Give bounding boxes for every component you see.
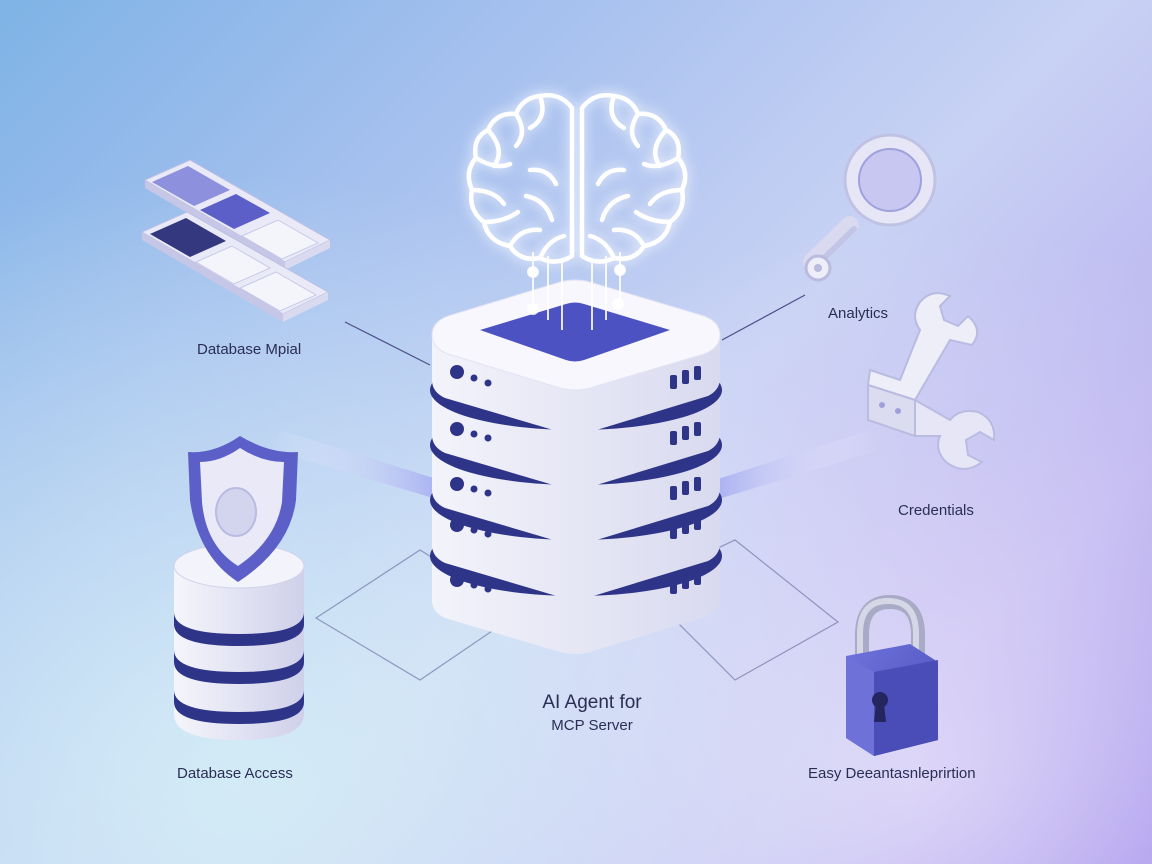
brain-icon <box>466 93 688 264</box>
server-stack-icon <box>430 279 722 654</box>
table-grid-icon <box>140 159 332 322</box>
center-title-line1: AI Agent for <box>542 692 642 713</box>
magnifier-icon <box>803 133 937 282</box>
center-title-line2: MCP Server <box>551 717 633 734</box>
shield-icon <box>188 436 298 582</box>
label-analytics: Analytics <box>828 305 889 322</box>
label-bottom-right: Easy Deeantasnleprirtion <box>808 765 976 782</box>
padlock-icon <box>846 594 938 756</box>
label-credentials: Credentials <box>898 502 974 519</box>
label-top-left: Database Mpial <box>197 341 302 358</box>
brain-connectors <box>527 252 626 330</box>
wrench-icon <box>866 292 996 470</box>
light-beams <box>270 430 880 500</box>
label-database-access: Database Access <box>177 765 293 782</box>
server-unit-1 <box>431 279 721 434</box>
center-title: AI Agent for MCP Server <box>492 692 692 734</box>
